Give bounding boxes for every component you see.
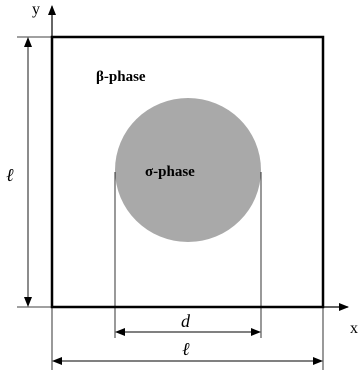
beta-phase-label: β-phase xyxy=(96,69,146,85)
l-horizontal-dimension-label: ℓ xyxy=(182,339,190,359)
sigma-phase-inclusion xyxy=(115,98,261,242)
sigma-phase-label: σ-phase xyxy=(145,164,195,180)
d-dimension-label: d xyxy=(181,311,191,331)
x-axis-label: x xyxy=(350,320,358,337)
y-axis-label: y xyxy=(32,1,40,18)
l-vertical-dimension-label: ℓ xyxy=(6,165,14,185)
unit-cell-square xyxy=(50,35,325,309)
